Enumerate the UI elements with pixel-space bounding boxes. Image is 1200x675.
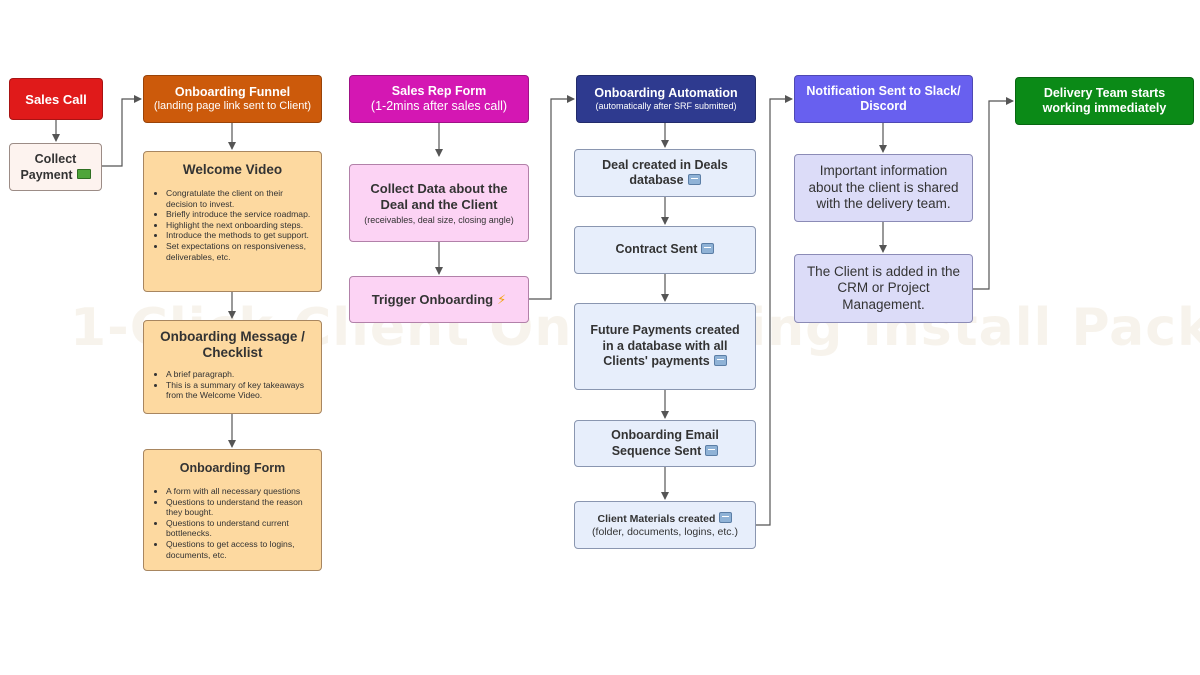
- delivery-team-node: Delivery Team starts working immediately: [1015, 77, 1194, 125]
- database-icon: [713, 355, 727, 367]
- collect-data-subtitle: (receivables, deal size, closing angle): [364, 214, 514, 225]
- onboarding-funnel-node: Onboarding Funnel (landing page link sen…: [143, 75, 322, 123]
- contract-sent-node: Contract Sent: [574, 226, 756, 274]
- onboarding-automation-node: Onboarding Automation (automatically aft…: [576, 75, 756, 123]
- collect-payment-node: Collect Payment: [9, 143, 102, 191]
- important-info-node: Important information about the client i…: [794, 154, 973, 222]
- welcome-video-bullet: Briefly introduce the service roadmap.: [166, 209, 313, 220]
- welcome-video-bullet: Congratulate the client on their decisio…: [166, 188, 313, 209]
- onboarding-message-bullet: A brief paragraph.: [166, 369, 313, 380]
- database-icon: [687, 174, 701, 185]
- collect-data-node: Collect Data about the Deal and the Clie…: [349, 164, 529, 242]
- client-materials-node: Client Materials created (folder, docume…: [574, 501, 756, 549]
- client-materials-title: Client Materials created: [597, 512, 716, 525]
- onboarding-form-node: Onboarding Form A form with all necessar…: [143, 449, 322, 571]
- deal-created-label: Deal created in Deals database: [602, 157, 728, 188]
- client-added-node: The Client is added in the CRM or Projec…: [794, 254, 973, 323]
- collect-data-title: Collect Data about the Deal and the Clie…: [370, 180, 508, 212]
- notification-node: Notification Sent to Slack/ Discord: [794, 75, 973, 123]
- onboarding-form-bullet: Questions to understand current bottlene…: [166, 518, 313, 539]
- sales-call-node: Sales Call: [9, 78, 103, 120]
- trigger-onboarding-label: Trigger Onboarding: [371, 291, 494, 307]
- database-icon: [705, 444, 719, 456]
- database-icon: [701, 243, 715, 255]
- onboarding-automation-title: Onboarding Automation: [594, 86, 738, 100]
- welcome-video-list: Congratulate the client on their decisio…: [152, 188, 313, 262]
- trigger-onboarding-node: Trigger Onboarding⚡: [349, 276, 529, 323]
- welcome-video-bullet: Highlight the next onboarding steps.: [166, 220, 313, 231]
- welcome-video-node: Welcome Video Congratulate the client on…: [143, 151, 322, 292]
- onboarding-funnel-subtitle: (landing page link sent to Client): [153, 100, 312, 112]
- future-payments-node: Future Payments created in a database wi…: [574, 303, 756, 390]
- collect-payment-label: Collect Payment: [20, 152, 77, 182]
- onboarding-funnel-title: Onboarding Funnel: [174, 85, 291, 99]
- welcome-video-title: Welcome Video: [182, 162, 283, 177]
- lightning-icon: ⚡: [497, 291, 507, 307]
- client-added-label: The Client is added in the CRM or Projec…: [806, 263, 961, 312]
- sales-rep-form-title: Sales Rep Form: [391, 84, 487, 98]
- future-payments-label: Future Payments created in a database wi…: [590, 323, 740, 369]
- onboarding-message-bullet: This is a summary of key takeaways from …: [166, 380, 313, 401]
- client-materials-subtitle: (folder, documents, logins, etc.): [592, 525, 738, 538]
- welcome-video-bullet: Introduce the methods to get support.: [166, 230, 313, 241]
- sales-rep-form-node: Sales Rep Form (1-2mins after sales call…: [349, 75, 529, 123]
- welcome-video-bullet: Set expectations on responsiveness, deli…: [166, 241, 313, 262]
- deal-created-node: Deal created in Deals database: [574, 149, 756, 197]
- sales-call-label: Sales Call: [25, 91, 87, 107]
- arrow-payment-to-funnel: [102, 95, 142, 167]
- contract-sent-label: Contract Sent: [615, 242, 698, 257]
- email-sequence-label: Onboarding Email Sequence Sent: [611, 428, 719, 458]
- onboarding-form-title: Onboarding Form: [179, 461, 286, 475]
- arrow-added-to-delivery: [973, 97, 1014, 290]
- onboarding-message-list: A brief paragraph. This is a summary of …: [152, 369, 313, 401]
- database-icon: [719, 511, 733, 523]
- arrow-materials-to-notification: [756, 95, 793, 526]
- onboarding-message-node: Onboarding Message / Checklist A brief p…: [143, 320, 322, 414]
- onboarding-automation-subtitle: (automatically after SRF submitted): [595, 101, 737, 111]
- onboarding-form-list: A form with all necessary questions Ques…: [152, 486, 313, 560]
- email-sequence-node: Onboarding Email Sequence Sent: [574, 420, 756, 467]
- onboarding-form-bullet: Questions to get access to logins, docum…: [166, 539, 313, 560]
- notification-label: Notification Sent to Slack/ Discord: [806, 84, 961, 113]
- onboarding-form-bullet: Questions to understand the reason they …: [166, 497, 313, 518]
- delivery-team-label: Delivery Team starts working immediately: [1042, 86, 1167, 115]
- money-icon: [76, 169, 91, 179]
- onboarding-message-title: Onboarding Message / Checklist: [160, 329, 305, 360]
- important-info-label: Important information about the client i…: [808, 163, 959, 212]
- arrow-trigger-to-automation: [529, 95, 575, 300]
- onboarding-form-bullet: A form with all necessary questions: [166, 486, 313, 497]
- sales-rep-form-subtitle: (1-2mins after sales call): [370, 99, 508, 113]
